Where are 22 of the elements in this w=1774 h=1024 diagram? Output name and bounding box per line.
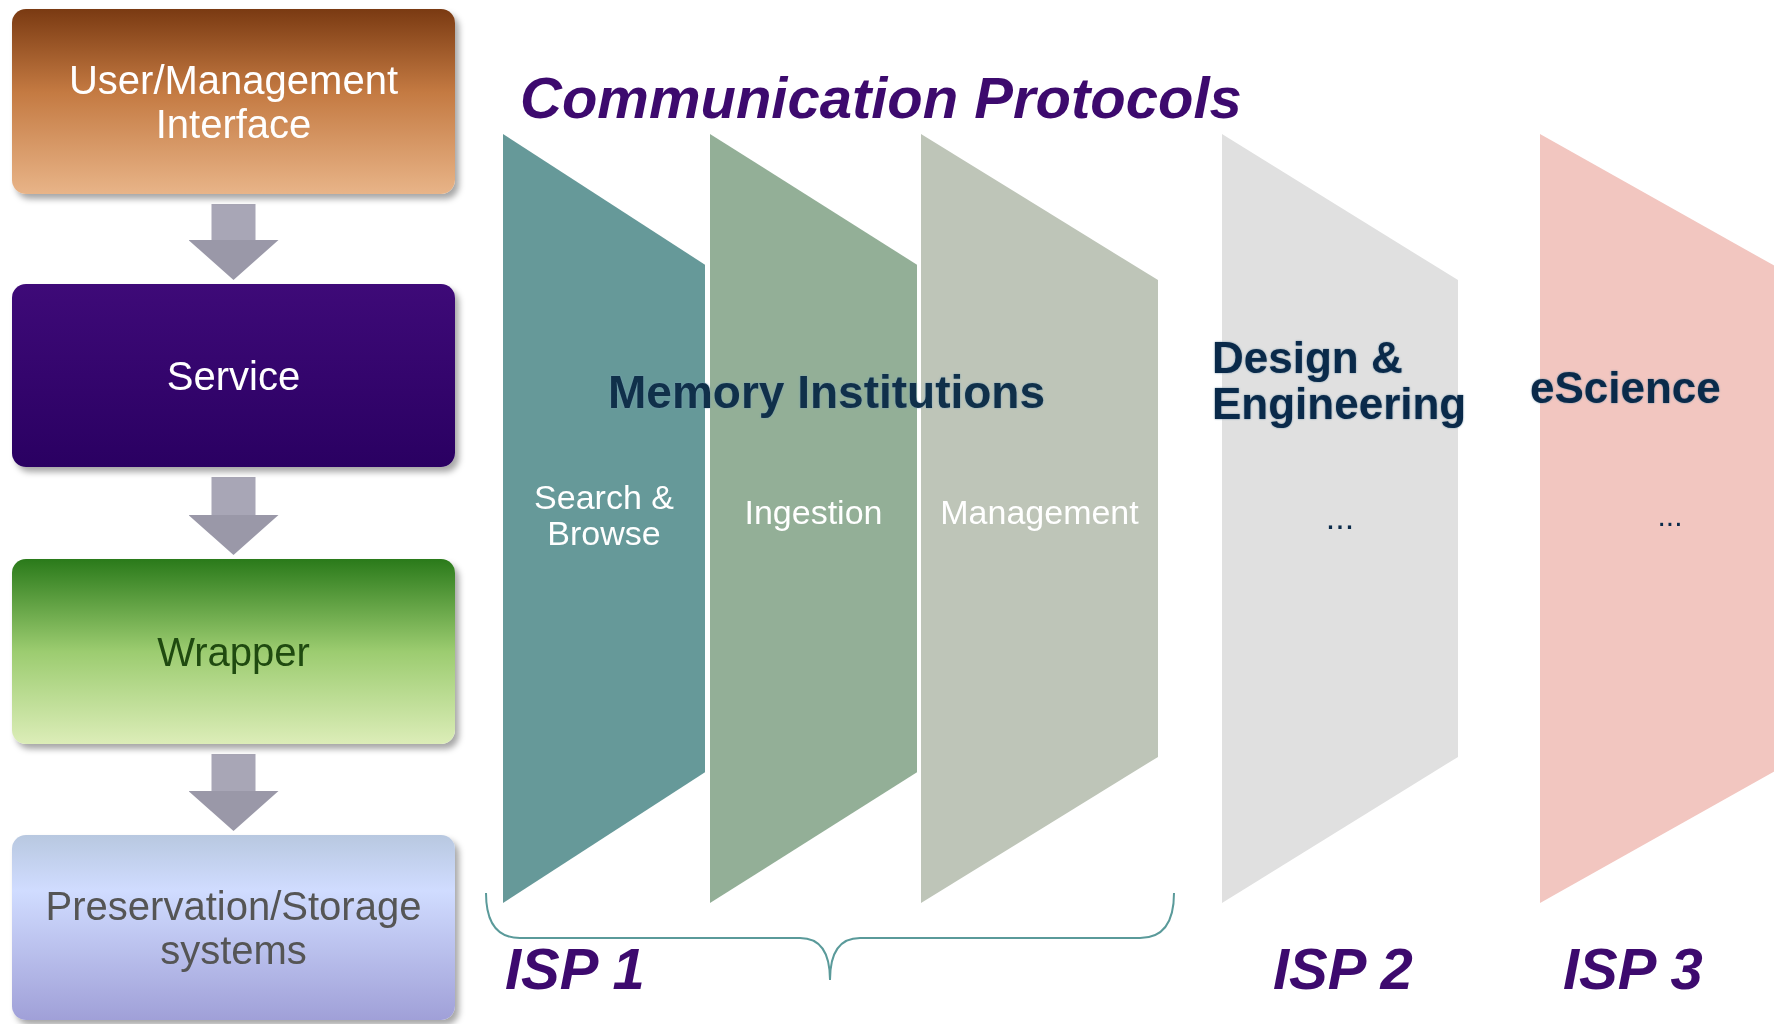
panel-label: Management xyxy=(939,495,1140,531)
layer-box xyxy=(12,9,455,194)
panel-label: ... xyxy=(1656,500,1684,532)
block-arrow xyxy=(188,477,279,555)
group-label: ISP 1 xyxy=(505,935,645,1002)
layer-box xyxy=(12,284,455,467)
box-label: Service xyxy=(166,353,301,398)
group-label: ISP 3 xyxy=(1563,935,1703,1002)
block-arrow xyxy=(188,754,279,831)
panel-label: Search & Browse xyxy=(533,480,675,552)
block-arrow xyxy=(188,204,279,280)
box-label: Wrapper xyxy=(157,629,310,674)
panel-heading: eScience xyxy=(1530,365,1722,412)
diagram-title: Communication Protocols xyxy=(520,64,1242,131)
layer-box xyxy=(12,835,455,1020)
panel-heading: Design & Engineering xyxy=(1212,335,1468,428)
panel-label: ... xyxy=(1324,500,1356,536)
box-label: User/Management Interface xyxy=(67,57,399,146)
layer-box xyxy=(12,559,455,744)
group-label: ISP 2 xyxy=(1273,935,1413,1002)
panel-label: Ingestion xyxy=(743,495,884,531)
box-label: Preservation/Storage systems xyxy=(44,883,423,972)
